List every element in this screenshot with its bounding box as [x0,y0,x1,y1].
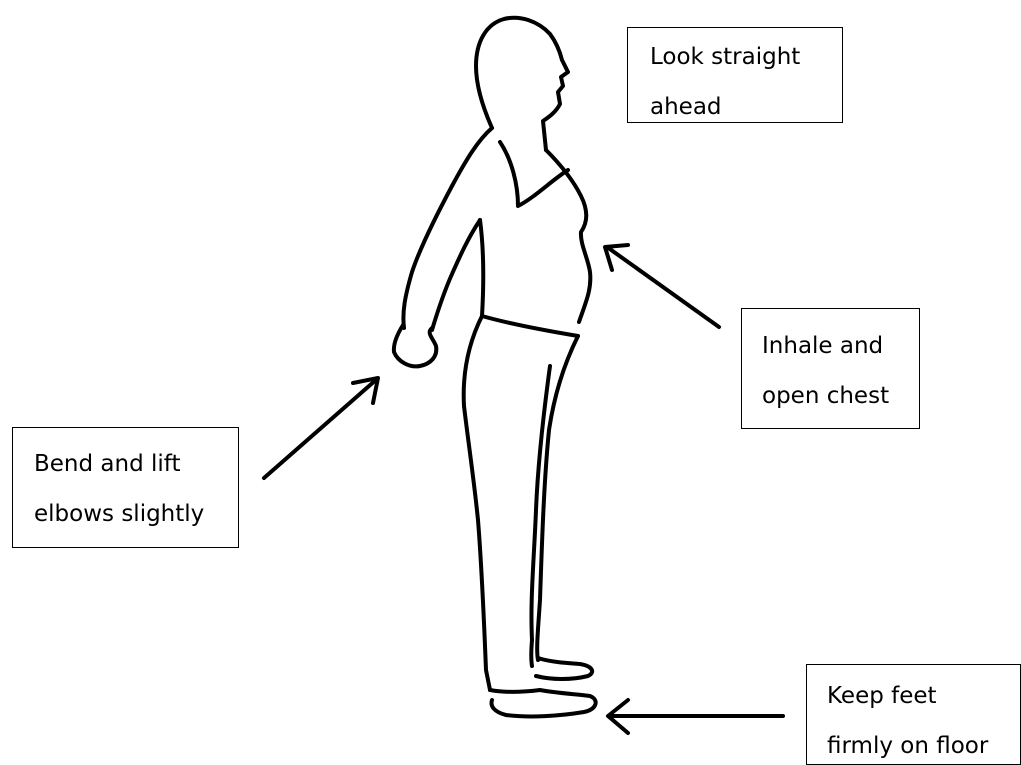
label-line: Look straight [650,32,842,82]
label-line: ahead [650,82,842,132]
arrow-icon [264,378,378,478]
back-leg-outline [464,316,490,690]
inner-leg-outline [531,366,550,666]
label-line: open chest [762,371,919,421]
bend-elbows-label: Bend and lift elbows slightly [12,427,239,548]
label-line: Inhale and [762,321,919,371]
standing-figure-icon [394,18,596,717]
strap-outline [500,142,568,206]
arrow-icon [608,700,783,733]
torso-front-outline [546,150,590,322]
label-line: firmly on floor [827,721,1020,765]
front-foot-outline [490,690,596,716]
back-arm-outline [403,128,492,328]
front-leg-outline [537,336,578,660]
inner-arm-outline [432,220,480,330]
feet-on-floor-label: Keep feet firmly on floor [806,664,1021,765]
fist-outline [394,325,436,366]
torso-back-outline [480,220,483,316]
waistband-outline [482,316,578,336]
label-line: elbows slightly [34,489,238,539]
look-ahead-label: Look straight ahead [627,27,843,123]
arrows [264,245,783,733]
inhale-chest-label: Inhale and open chest [741,308,920,429]
arrow-icon [605,245,719,327]
label-line: Keep feet [827,671,1020,721]
label-line: Bend and lift [34,439,238,489]
rear-foot-outline [536,658,592,679]
